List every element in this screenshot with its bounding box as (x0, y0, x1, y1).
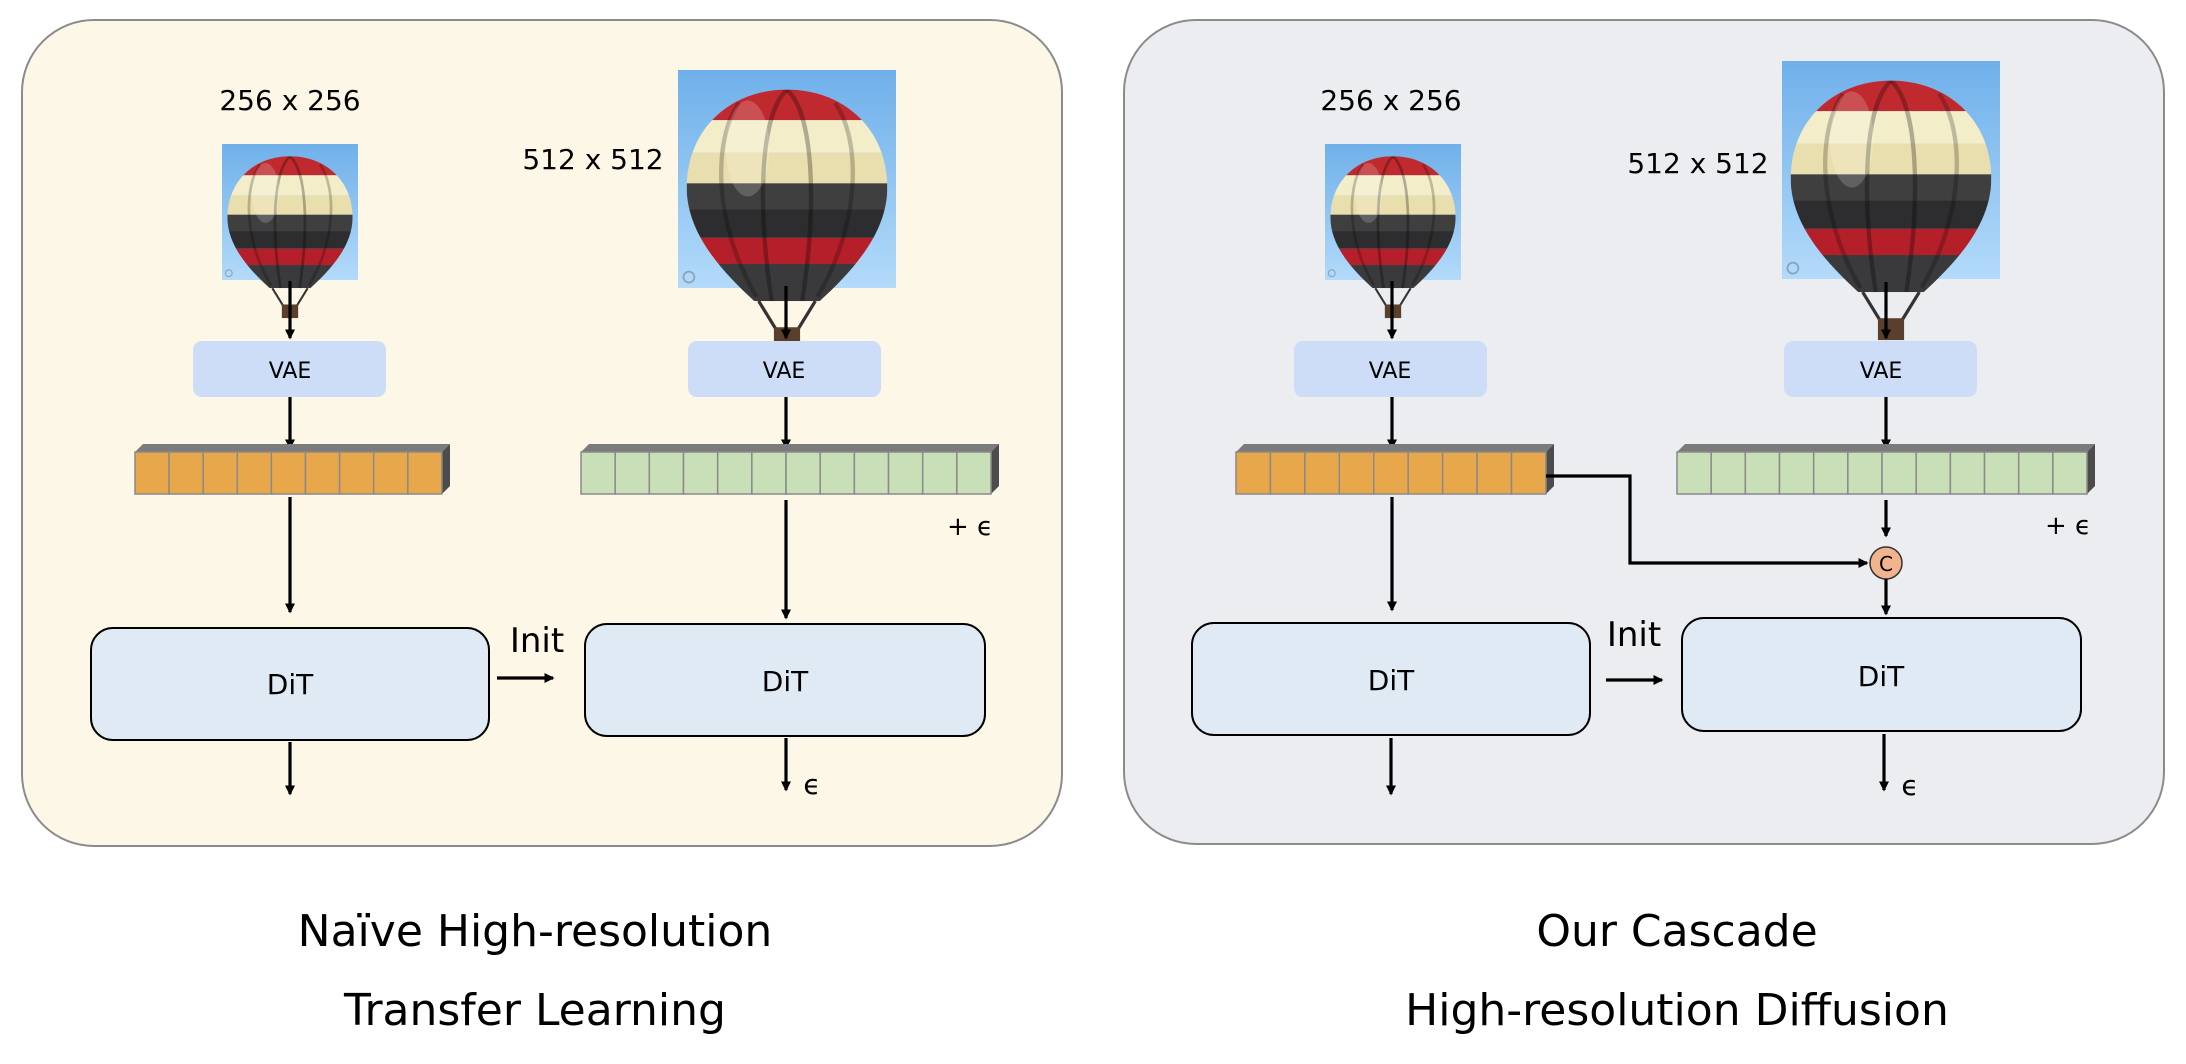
latent-token (580, 451, 616, 495)
right-condition-path (1546, 474, 1869, 568)
latent-token (338, 451, 375, 495)
left-small-resolution-label: 256 x 256 (219, 84, 360, 117)
latent-token (1338, 451, 1375, 495)
left-vae-large-box (688, 341, 881, 397)
latent-token (2017, 451, 2054, 495)
latent-token (304, 451, 341, 495)
latent-token (956, 451, 992, 495)
latent-token (168, 451, 204, 495)
latent-token (921, 451, 958, 495)
right-vae-small-label: VAE (1369, 359, 1412, 384)
latent-token (614, 451, 651, 495)
latent-token (1269, 451, 1306, 495)
latent-token (1510, 451, 1547, 495)
left-vae-small-label: VAE (269, 359, 312, 384)
right-vae-large-label: VAE (1860, 359, 1903, 384)
latent-token (1407, 451, 1444, 495)
latent-token (785, 451, 821, 495)
right-dit-small-box (1191, 622, 1591, 736)
latent-token (819, 451, 856, 495)
latent-token (1235, 451, 1272, 495)
left-noise-label: + ϵ (947, 512, 993, 542)
latent-token (1476, 451, 1513, 495)
left-vae-small-box (193, 341, 386, 397)
latent-token (407, 451, 443, 495)
left-dit-large-label: DiT (762, 665, 809, 698)
latent-token (716, 451, 753, 495)
latent-token (202, 451, 239, 495)
latent-token (236, 451, 273, 495)
right-dit-large-box (1681, 617, 2082, 732)
latent-token (1744, 451, 1781, 495)
right-noise-label: + ϵ (2045, 511, 2091, 541)
latent-token (1847, 451, 1883, 495)
right-latent-small (1235, 444, 1554, 495)
latent-token (1676, 451, 1712, 495)
latent-token (1812, 451, 1849, 495)
left-latent-small (134, 444, 450, 495)
latent-token (1710, 451, 1747, 495)
left-caption-line2: Transfer Learning (344, 985, 726, 1036)
left-dit-small-label: DiT (267, 668, 314, 701)
latent-token (1304, 451, 1341, 495)
left-latent-large (580, 444, 999, 495)
latent-token (1778, 451, 1815, 495)
left-large-resolution-label: 512 x 512 (522, 143, 663, 176)
left-vae-large-label: VAE (763, 359, 806, 384)
latent-token (887, 451, 924, 495)
latent-token (134, 451, 170, 495)
latent-token (682, 451, 719, 495)
right-vae-small-box (1294, 341, 1487, 397)
left-output-epsilon: ϵ (803, 768, 820, 801)
right-dit-large-label: DiT (1858, 660, 1905, 693)
left-dit-large-box (584, 623, 986, 737)
concat-node-label: C (1879, 552, 1893, 576)
latent-token (751, 451, 787, 495)
right-init-label: Init (1607, 615, 1661, 655)
right-vae-large-box (1784, 341, 1977, 397)
right-large-resolution-label: 512 x 512 (1627, 147, 1768, 180)
latent-token (1915, 451, 1952, 495)
latent-token (270, 451, 307, 495)
right-caption-line2: High-resolution Diffusion (1405, 985, 1949, 1036)
right-dit-small-label: DiT (1368, 664, 1415, 697)
right-caption-line1: Our Cascade (1536, 906, 1818, 957)
right-small-resolution-label: 256 x 256 (1320, 84, 1461, 117)
latent-token (648, 451, 685, 495)
latent-token (1949, 451, 1986, 495)
latent-token (372, 451, 409, 495)
latent-token (1373, 451, 1409, 495)
right-latent-large (1676, 444, 2095, 495)
latent-token (2052, 451, 2088, 495)
left-dit-small-box (90, 627, 490, 741)
latent-token (853, 451, 890, 495)
latent-token (1983, 451, 2020, 495)
left-caption-line1: Naïve High-resolution (297, 906, 773, 957)
right-output-epsilon: ϵ (1901, 769, 1918, 802)
latent-token (1881, 451, 1917, 495)
latent-token (1441, 451, 1478, 495)
left-init-label: Init (510, 621, 564, 661)
